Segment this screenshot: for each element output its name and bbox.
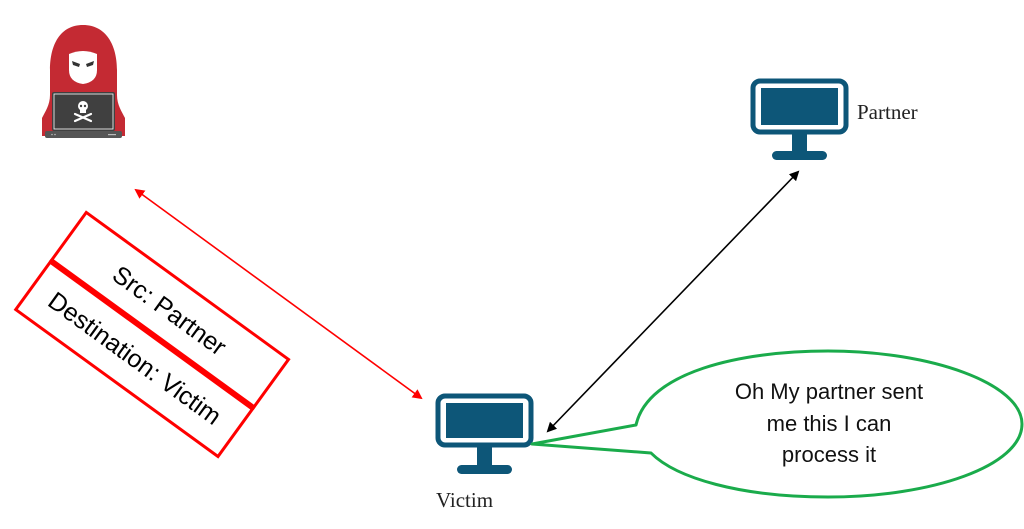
attack-arrow — [134, 188, 423, 400]
victim-label: Victim — [436, 488, 493, 512]
spoofed-packet: Src: Partner Destination: Victim — [13, 210, 291, 459]
partner-label: Partner — [857, 100, 918, 124]
attacker-node — [42, 25, 125, 138]
speech-bubble-line-2: me this I can — [767, 411, 892, 436]
partner-victim-arrow — [546, 170, 800, 433]
victim-node: Victim — [435, 393, 534, 512]
speech-bubble-outline — [530, 349, 1024, 499]
speech-bubble: Oh My partner sent me this I can process… — [530, 349, 1024, 499]
speech-bubble-line-3: process it — [782, 442, 876, 467]
victim-monitor-icon — [435, 393, 534, 474]
partner-node: Partner — [750, 78, 918, 160]
speech-bubble-line-1: Oh My partner sent — [735, 379, 923, 404]
packet-divider — [49, 258, 256, 411]
partner-monitor-icon — [750, 78, 849, 160]
hacker-icon — [42, 25, 125, 138]
